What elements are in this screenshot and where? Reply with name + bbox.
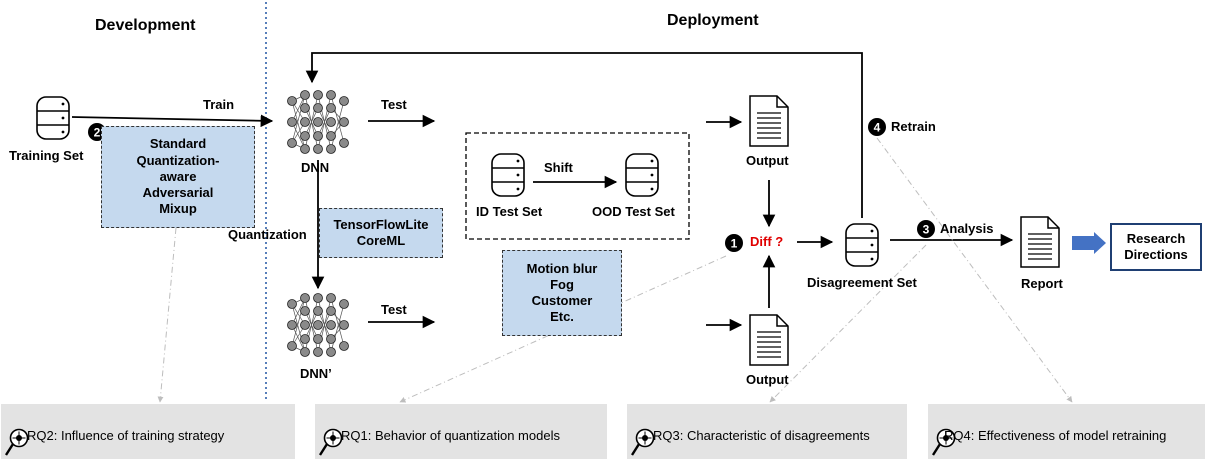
train-arrow	[71, 114, 274, 128]
report-label: Report	[1021, 276, 1063, 291]
corruption-item: Fog	[550, 276, 574, 292]
training-set-database-icon	[36, 96, 70, 140]
output-top-document-icon	[749, 95, 789, 147]
quantization-label: Quantization	[228, 227, 307, 242]
rq4-text: RQ4: Effectiveness of model retraining	[944, 428, 1167, 443]
rq2-pointer	[157, 227, 177, 403]
disagreement-set-label: Disagreement Set	[807, 275, 917, 290]
report-document-icon	[1020, 216, 1060, 268]
training-strategy-item: aware	[159, 168, 197, 184]
output-top-label: Output	[746, 153, 789, 168]
dnn-network-icon	[287, 90, 349, 154]
corruption-item: Motion blur	[526, 260, 598, 276]
frameworks-box: TensorFlowLite CoreML	[319, 208, 443, 258]
retrain-label: Retrain	[891, 119, 936, 134]
training-set-label: Training Set	[9, 148, 84, 163]
rq2-text: RQ2: Influence of training strategy	[27, 428, 225, 443]
rq3-text: RQ3: Characteristic of disagreements	[653, 428, 870, 443]
training-strategy-item: Quantization-	[136, 152, 220, 168]
marker-3: 3	[917, 220, 935, 238]
marker-3-label: 3	[923, 223, 930, 237]
rq1-box: RQ1: Behavior of quantization models	[315, 404, 607, 459]
shift-label: Shift	[544, 160, 573, 175]
corruption-item: Customer	[531, 293, 593, 308]
training-strategy-item: Standard	[149, 136, 207, 152]
marker-1: 1	[725, 234, 743, 252]
training-strategy-item: Adversarial	[142, 185, 214, 201]
corruption-item: Etc.	[550, 309, 574, 325]
id-test-set-label: ID Test Set	[476, 204, 543, 219]
train-label: Train	[203, 97, 235, 112]
research-directions-line: Research	[1126, 230, 1186, 246]
disagreement-set-database-icon	[845, 223, 879, 267]
marker-4: 4	[868, 118, 886, 136]
rq1-text: RQ1: Behavior of quantization models	[341, 428, 560, 443]
framework-item: CoreML	[356, 233, 406, 248]
rq4-pointer	[876, 137, 1073, 403]
dnn-label: DNN	[301, 160, 330, 175]
test-top-label: Test	[381, 97, 407, 112]
marker-2-label: 2	[94, 126, 101, 140]
development-header: Development	[95, 17, 196, 34]
marker-1-label: 1	[731, 237, 738, 251]
corruptions-box: Motion blur Fog Customer Etc.	[502, 250, 622, 336]
ood-test-set-database-icon	[625, 153, 659, 197]
rq3-box: RQ3: Characteristic of disagreements	[627, 404, 907, 459]
research-directions-box: Research Directions	[1110, 223, 1202, 271]
training-strategies-box: Standard Quantization- aware Adversarial…	[101, 126, 255, 228]
analysis-label: Analysis	[940, 221, 994, 236]
dnn-prime-label: DNN’	[300, 366, 332, 381]
report-to-research-arrow	[1072, 232, 1106, 254]
marker-4-label: 4	[874, 121, 881, 135]
deployment-header: Deployment	[667, 12, 759, 29]
rq2-box: RQ2: Influence of training strategy	[1, 404, 295, 459]
retrain-arrow	[305, 52, 863, 218]
output-bottom-label: Output	[746, 372, 789, 387]
test-sets-container	[465, 132, 690, 240]
rq4-box: RQ4: Effectiveness of model retraining	[928, 404, 1205, 459]
diff-label: Diff ?	[750, 234, 784, 249]
framework-item: TensorFlowLite	[333, 216, 429, 232]
ood-test-set-label: OOD Test Set	[592, 204, 675, 219]
output-bottom-document-icon	[749, 314, 789, 366]
rq3-pointer	[769, 244, 927, 403]
id-test-set-database-icon	[491, 153, 525, 197]
test-bottom-label: Test	[381, 302, 407, 317]
dnn-prime-network-icon	[287, 293, 349, 357]
training-strategy-item: Mixup	[159, 201, 197, 217]
research-directions-line: Directions	[1124, 247, 1188, 262]
